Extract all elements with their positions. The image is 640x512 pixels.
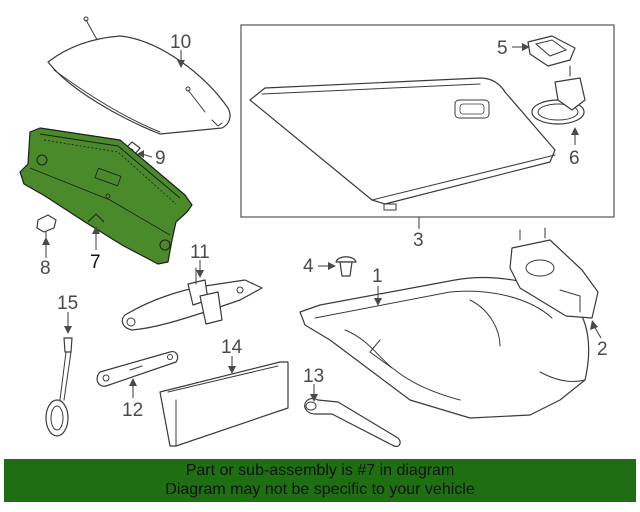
part-11-jack[interactable] [121,267,263,331]
banner-line-disclaimer: Diagram may not be specific to your vehi… [165,481,475,498]
callout-3[interactable]: 3 [413,230,424,251]
part-8-bolt[interactable] [36,214,57,241]
callout-8[interactable]: 8 [40,258,51,279]
subassembly-box [240,24,615,218]
callout-11[interactable]: 11 [190,242,210,263]
callout-10[interactable]: 10 [170,32,191,53]
part-3-floor-board[interactable] [249,77,556,211]
part-6-hook[interactable] [531,65,586,125]
parts-diagram: 1 2 3 4 5 6 7 8 9 10 11 12 13 14 15 [19,16,615,447]
callout-7[interactable]: 7 [90,252,101,273]
part-14-tool-tray[interactable] [159,361,289,447]
callout-1[interactable]: 1 [372,266,383,287]
part-10-package-tray[interactable] [47,16,231,135]
callout-6[interactable]: 6 [569,148,580,169]
callout-13[interactable]: 13 [303,366,324,387]
banner-line-part: Part or sub-assembly is #7 in diagram [185,462,455,479]
info-banner: Part or sub-assembly is #7 in diagram Di… [4,459,636,502]
callout-9[interactable]: 9 [155,148,166,169]
part-5-hook-cap[interactable] [527,35,576,67]
leader-lines [42,43,602,402]
part-13-lug-wrench[interactable] [304,397,401,447]
callout-4[interactable]: 4 [303,256,314,277]
callout-2[interactable]: 2 [597,339,608,360]
part-7-rear-panel-trim[interactable] [19,127,193,265]
part-12-jack-handle[interactable] [96,351,179,387]
callout-labels: 1 2 3 4 5 6 7 8 9 10 11 12 13 14 15 [40,32,608,421]
part-15-tow-hook[interactable] [45,337,73,437]
part-2-storage-bracket[interactable] [509,227,599,319]
callout-15[interactable]: 15 [57,293,78,314]
callout-14[interactable]: 14 [221,337,243,358]
callout-5[interactable]: 5 [497,38,508,59]
callout-12[interactable]: 12 [122,400,143,421]
part-4-push-clip[interactable] [335,256,357,277]
